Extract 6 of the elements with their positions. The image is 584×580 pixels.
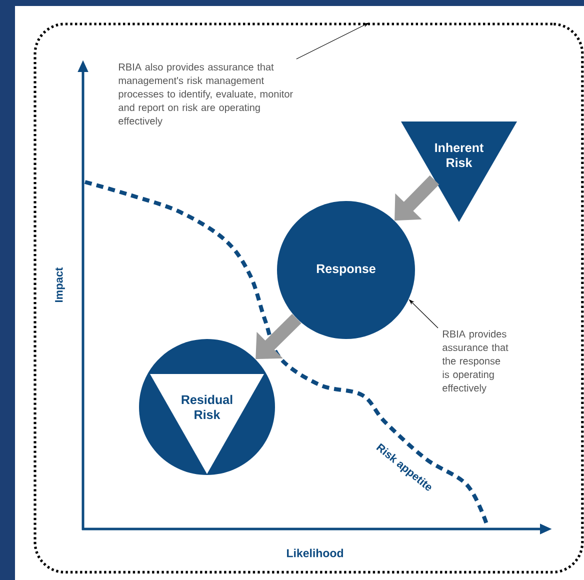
- note-text: RBIA provides assurance that the response is operating effectively: [442, 330, 508, 394]
- note-text: RBIA also provides assurance that management's risk management processes to identify, evaluate, monitor and report on risk are operating effectively: [118, 63, 293, 126]
- axis-label: Likelihood: [287, 548, 343, 558]
- axis-label: Impact: [55, 267, 65, 302]
- dotted-frame: [34, 22, 584, 574]
- inherent-risk-triangle: Inherent Risk: [400, 122, 518, 222]
